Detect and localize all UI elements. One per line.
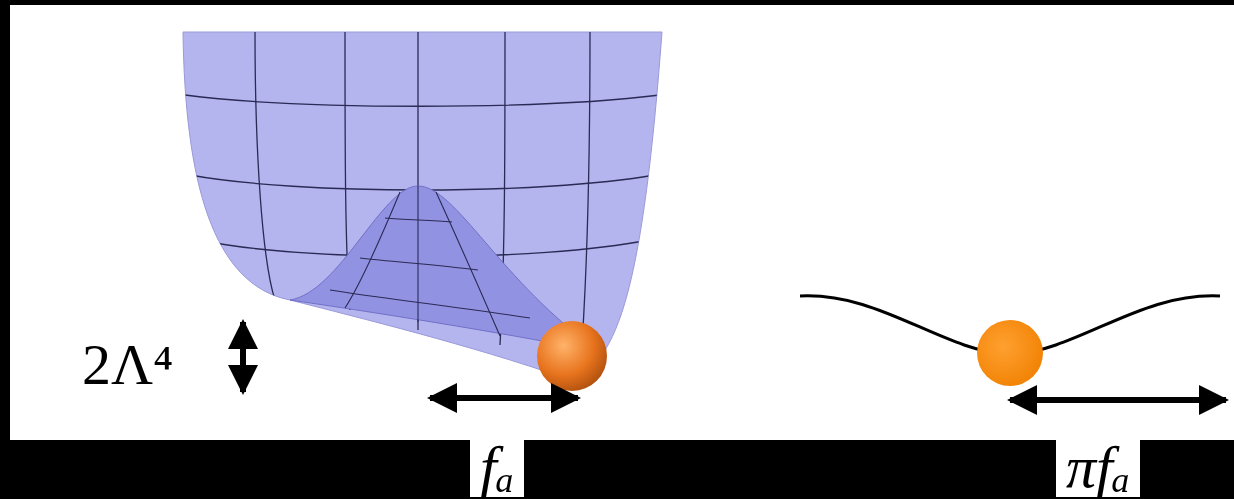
mexican-hat-potential bbox=[183, 32, 662, 391]
distance-label: fₐ bbox=[470, 437, 524, 497]
background bbox=[10, 5, 1234, 440]
ball bbox=[977, 320, 1043, 386]
energy-label: 2Λ⁴ bbox=[82, 336, 173, 394]
distance-label: πfₐ bbox=[1056, 437, 1140, 497]
dimension-arrows bbox=[243, 322, 1226, 400]
cosine-potential bbox=[800, 296, 1220, 386]
ball bbox=[537, 321, 607, 391]
